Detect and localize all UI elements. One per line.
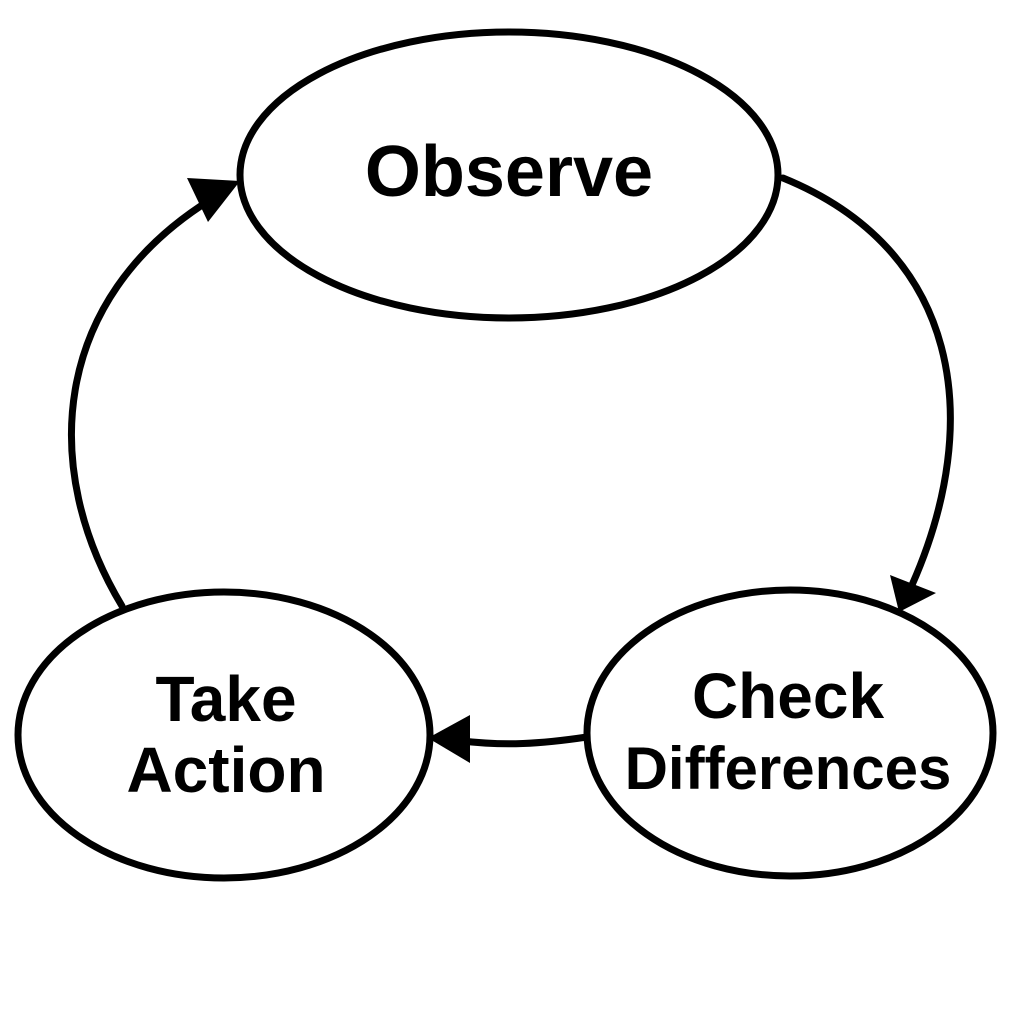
node-observe-shape [236, 28, 782, 322]
arrowhead-into-observe [187, 178, 240, 222]
node-check-differences: Check Differences [583, 586, 997, 880]
edge-check-to-action [458, 733, 591, 748]
node-observe: Observe [236, 28, 782, 322]
arrowhead-into-action [428, 715, 470, 763]
node-observe-label: Observe [365, 132, 653, 212]
edge-observe-to-check [779, 174, 954, 589]
node-action-label-line2: Action [126, 734, 325, 806]
node-check-shape [583, 586, 997, 880]
edge-action-to-observe [67, 196, 214, 610]
node-action-label-line1: Take [155, 663, 296, 735]
node-check-label-line2: Differences [625, 735, 952, 802]
arrowhead-into-check [890, 575, 936, 612]
node-take-action: Take Action [14, 588, 434, 882]
node-check-label-line1: Check [692, 660, 885, 732]
node-action-shape [14, 588, 434, 882]
